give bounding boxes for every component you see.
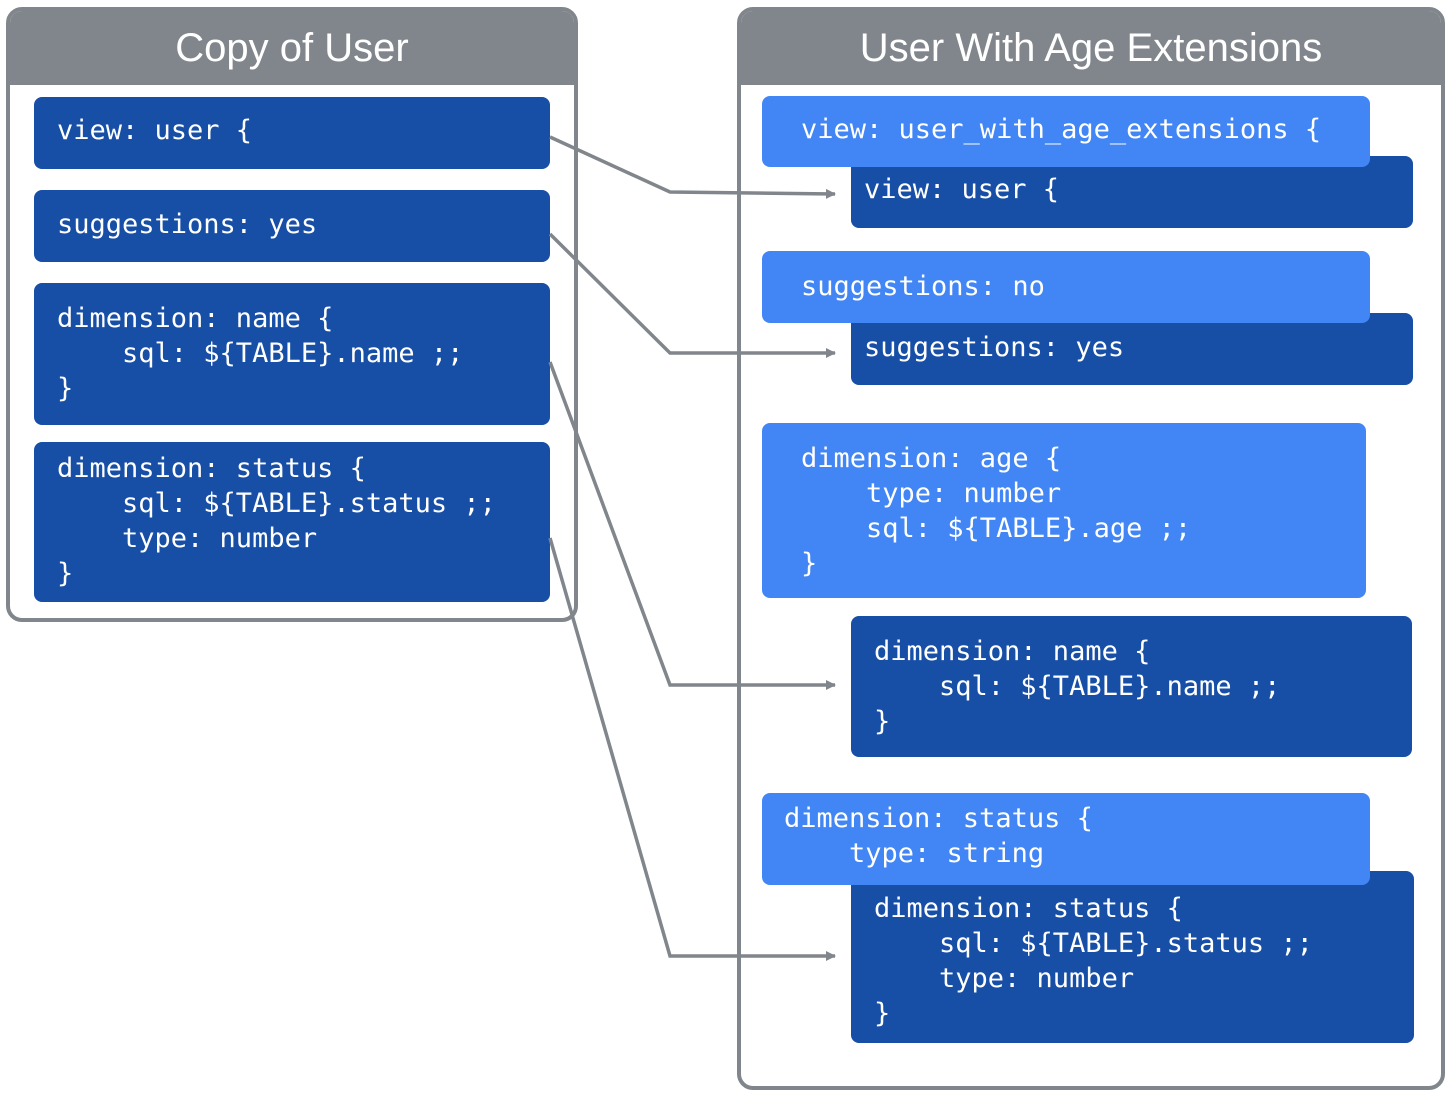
left-suggestions-yes-block: suggestions: yes	[34, 190, 550, 262]
right-extension-dimension-status-block: dimension: status { type: string	[762, 793, 1370, 885]
right-extension-view-block: view: user_with_age_extensions {	[762, 96, 1370, 167]
left-dimension-status-block: dimension: status { sql: ${TABLE}.status…	[34, 442, 550, 602]
left-dimension-name-block: dimension: name { sql: ${TABLE}.name ;; …	[34, 283, 550, 425]
right-copied-dimension-status-block: dimension: status { sql: ${TABLE}.status…	[851, 871, 1414, 1043]
copy-of-user-title: Copy of User	[10, 11, 574, 85]
right-copied-view-user-block: view: user {	[851, 156, 1413, 228]
arrow-view-user	[549, 135, 836, 199]
arrow-suggestions	[548, 232, 836, 358]
user-with-age-extensions-title: User With Age Extensions	[741, 11, 1441, 85]
arrow-dimension-name	[548, 361, 836, 690]
right-extension-suggestions-no-block: suggestions: no	[762, 251, 1370, 323]
left-view-user-block: view: user {	[34, 97, 550, 169]
arrow-dimension-status	[548, 537, 836, 961]
right-copied-suggestions-yes-block: suggestions: yes	[851, 313, 1413, 385]
right-extension-dimension-age-block: dimension: age { type: number sql: ${TAB…	[762, 423, 1366, 598]
right-copied-dimension-name-block: dimension: name { sql: ${TABLE}.name ;; …	[851, 616, 1412, 757]
